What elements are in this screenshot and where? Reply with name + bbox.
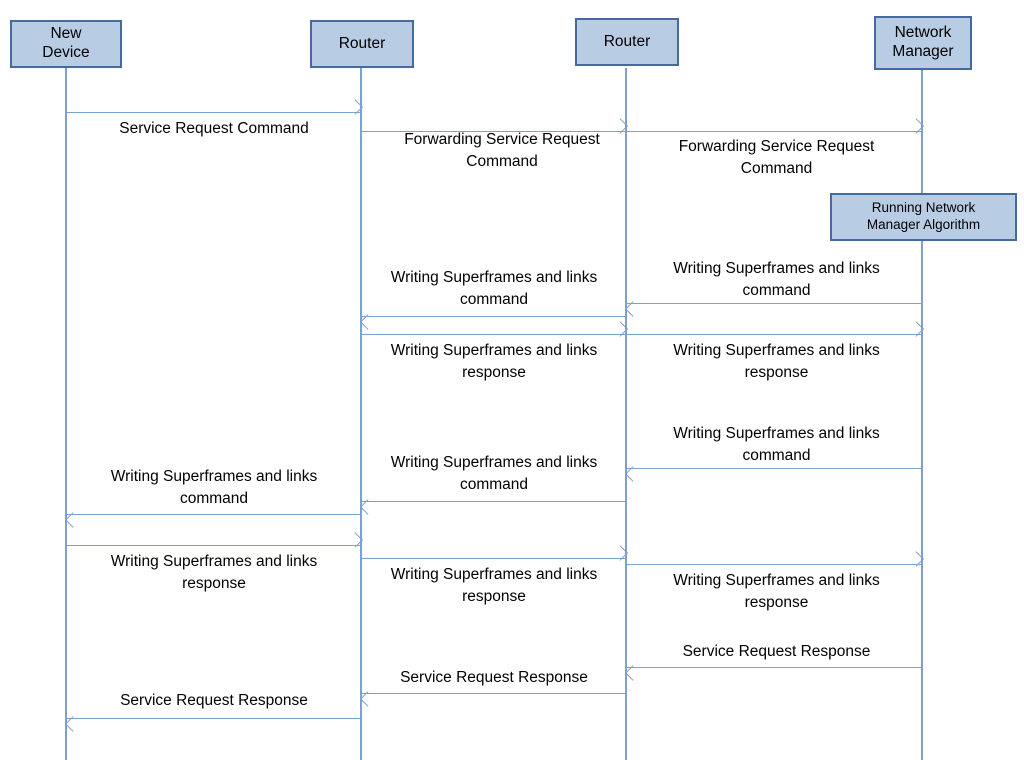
message-shaft [66, 112, 362, 113]
participant-router-2[interactable]: Router [575, 18, 679, 66]
message-arrow-m5[interactable] [360, 313, 627, 330]
message-label-text-line2: response [744, 364, 809, 381]
message-label-text-line1: Writing Superframes and links [390, 566, 598, 583]
message-label-text-line1: Writing Superframes and links [390, 342, 598, 359]
message-shaft [626, 564, 923, 565]
message-label-text-line1: Writing Superframes and links [390, 269, 598, 286]
message-arrow-m7[interactable] [626, 320, 924, 337]
message-shaft [361, 558, 627, 559]
message-label-text-line1: Writing Superframes and links [673, 425, 880, 442]
message-arrow-m10[interactable] [65, 511, 362, 528]
message-arrow-m15[interactable] [360, 690, 627, 707]
activation-label-line1: Running Network [871, 200, 976, 216]
message-shaft [626, 468, 923, 469]
message-label-text-line2: Command [740, 160, 813, 177]
participant-router-1[interactable]: Router [310, 20, 414, 68]
message-label-text-line2: command [179, 490, 249, 507]
message-label-m2: Forwarding Service Request Command [361, 129, 643, 173]
message-label-m16: Service Request Response [64, 690, 364, 712]
message-arrow-m8[interactable] [625, 465, 923, 482]
message-shaft [66, 718, 362, 719]
message-label-text-line2: response [182, 575, 246, 592]
message-shaft [361, 316, 627, 317]
message-label-text-line1: Forwarding Service Request [404, 131, 600, 148]
message-label-text-line2: Command [466, 153, 538, 170]
message-arrow-m9[interactable] [360, 498, 627, 515]
message-label-text-line2: response [744, 594, 809, 611]
participant-network-manager[interactable]: Network Manager [874, 16, 972, 70]
message-shaft [626, 131, 923, 132]
lifeline-new-device [65, 68, 67, 760]
message-arrow-m14[interactable] [625, 664, 923, 681]
message-label-text: Service Request Response [682, 643, 871, 660]
message-shaft [361, 131, 627, 132]
message-label-text-line2: response [462, 364, 526, 381]
message-label-text-line2: response [462, 588, 526, 605]
message-label-m4: Writing Superframes and links command [630, 258, 923, 302]
message-label-text-line1: Writing Superframes and links [110, 468, 318, 485]
message-label-text-line2: command [459, 291, 529, 308]
message-shaft [361, 501, 627, 502]
message-label-m11: Writing Superframes and links response [64, 551, 364, 595]
message-arrow-m12[interactable] [361, 544, 628, 561]
lifeline-router-1 [360, 68, 362, 760]
activation-label-line2: Manager Algorithm [866, 217, 981, 232]
message-arrow-m4[interactable] [625, 300, 923, 317]
message-label-text-line2: command [742, 447, 811, 464]
message-label-m7: Writing Superframes and links response [630, 340, 923, 384]
message-shaft [361, 334, 627, 335]
message-label-m10: Writing Superframes and links command [64, 466, 364, 510]
message-label-text-line2: command [742, 282, 811, 299]
message-label-text: Service Request Response [120, 692, 308, 709]
message-arrow-m1[interactable] [66, 98, 363, 115]
lifeline-network-manager [921, 70, 923, 760]
message-label-m6: Writing Superframes and links response [359, 340, 629, 384]
participant-new-device-label-line1: New [50, 25, 82, 43]
message-label-m14: Service Request Response [630, 641, 923, 663]
message-label-text: Service Request Response [400, 669, 588, 686]
lifeline-router-2 [625, 68, 627, 760]
message-label-text-line1: Writing Superframes and links [390, 454, 598, 471]
participant-network-manager-label-line2: Manager [892, 43, 954, 60]
message-label-text-line1: Writing Superframes and links [673, 260, 880, 277]
message-label-m12: Writing Superframes and links response [359, 564, 629, 608]
participant-router-1-label: Router [338, 34, 386, 52]
message-label-m15: Service Request Response [359, 667, 629, 689]
message-arrow-m13[interactable] [626, 550, 924, 567]
message-arrow-m16[interactable] [65, 715, 362, 732]
message-label-m1: Service Request Command [66, 118, 362, 140]
message-label-text-line1: Writing Superframes and links [110, 553, 318, 570]
message-arrow-m11[interactable] [66, 531, 363, 548]
message-shaft [361, 693, 627, 694]
message-arrow-m3[interactable] [626, 117, 924, 134]
message-label-text: Service Request Command [119, 120, 309, 137]
activation-running-network-manager-algorithm[interactable]: Running Network Manager Algorithm [830, 193, 1017, 241]
participant-new-device-label-line2: Device [42, 44, 90, 61]
message-shaft [626, 303, 923, 304]
message-label-text-line1: Writing Superframes and links [673, 342, 880, 359]
message-label-text-line2: command [459, 476, 529, 493]
message-arrow-m6[interactable] [361, 320, 628, 337]
message-label-m13: Writing Superframes and links response [630, 570, 923, 614]
message-shaft [626, 334, 923, 335]
message-shaft [66, 514, 362, 515]
participant-router-2-label: Router [603, 32, 651, 50]
message-label-m8: Writing Superframes and links command [630, 423, 923, 467]
message-shaft [626, 667, 923, 668]
participant-new-device[interactable]: New Device [10, 20, 122, 68]
message-arrow-m2[interactable] [361, 117, 628, 134]
participant-network-manager-label-line1: Network [894, 24, 952, 42]
message-label-text-line1: Writing Superframes and links [673, 572, 880, 589]
message-label-m3: Forwarding Service Request Command [630, 136, 923, 180]
message-label-m5: Writing Superframes and links command [359, 267, 629, 311]
message-shaft [66, 545, 362, 546]
message-label-text-line1: Forwarding Service Request [678, 138, 875, 155]
message-label-m9: Writing Superframes and links command [359, 452, 629, 496]
